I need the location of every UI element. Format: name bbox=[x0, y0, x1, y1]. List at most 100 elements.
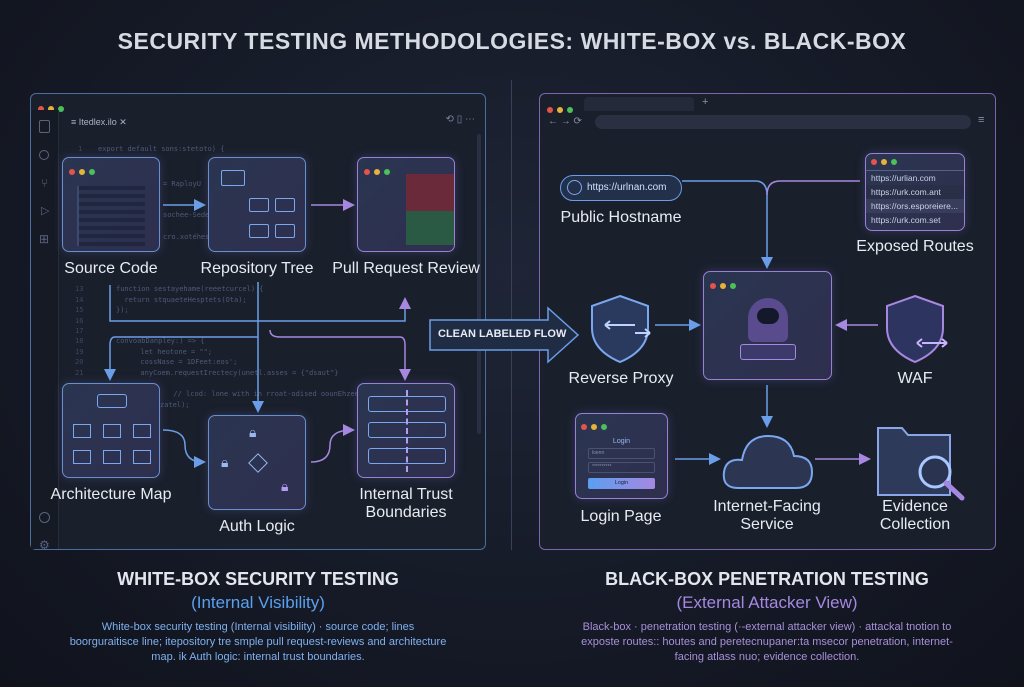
hostname-pill: https://urlnan.com bbox=[560, 175, 682, 201]
pr-review-node bbox=[357, 157, 455, 252]
black-box-subheading: (External Attacker View) bbox=[676, 593, 858, 612]
pr-review-label: Pull Request Review bbox=[332, 260, 480, 277]
account-icon[interactable] bbox=[39, 512, 50, 523]
tab-label: Itedlex.ilo bbox=[78, 117, 117, 127]
diff-removed bbox=[406, 174, 454, 211]
architecture-map-label: Architecture Map bbox=[50, 486, 172, 503]
trust-boundaries-node bbox=[357, 383, 455, 478]
folder-tree-icon bbox=[221, 170, 245, 186]
code-line: let heotone = ""; bbox=[132, 348, 213, 356]
line-number: 14 bbox=[75, 296, 84, 304]
page-title: SECURITY TESTING METHODOLOGIES: WHITE-BO… bbox=[117, 28, 907, 54]
source-code-label: Source Code bbox=[64, 260, 158, 277]
magnifier-icon bbox=[918, 455, 952, 489]
architecture-map-node bbox=[62, 383, 160, 478]
center-divider bbox=[511, 80, 512, 550]
boundary-line bbox=[406, 390, 408, 472]
new-tab-button[interactable]: + bbox=[702, 96, 709, 108]
source-code-node bbox=[62, 157, 160, 252]
scrollbar[interactable] bbox=[477, 134, 481, 434]
code-line: zatel); bbox=[160, 401, 190, 409]
lock-icon: 🔒︎ bbox=[221, 454, 229, 470]
browser-tab[interactable] bbox=[584, 97, 694, 111]
line-number: 16 bbox=[75, 317, 84, 325]
center-flow-arrow bbox=[429, 306, 580, 364]
code-line: function sestayehame(reeetcurcel) { bbox=[116, 285, 264, 293]
code-line: export default sons:stetoto) { bbox=[98, 145, 225, 153]
attacker-window-node bbox=[703, 271, 832, 380]
editor-tab[interactable]: ≡ Itedlex.ilo ✕ bbox=[63, 112, 135, 132]
files-icon[interactable] bbox=[39, 120, 50, 133]
reverse-proxy-label: Reverse Proxy bbox=[568, 370, 674, 387]
line-number: 17 bbox=[75, 327, 84, 335]
arrow-routes-to-attacker bbox=[766, 180, 860, 196]
auth-logic-label: Auth Logic bbox=[219, 518, 295, 535]
nav-buttons[interactable]: ← → ⟳ bbox=[548, 116, 582, 127]
login-title: Login bbox=[612, 438, 631, 445]
run-debug-icon[interactable]: ▷ bbox=[41, 205, 50, 217]
arrow-to-trust bbox=[269, 329, 411, 381]
search-icon[interactable] bbox=[39, 150, 49, 160]
settings-gear-icon[interactable]: ⚙ bbox=[39, 538, 50, 552]
route-item: https://urk.com.set bbox=[871, 215, 941, 225]
code-line: = RaployU bbox=[163, 180, 201, 188]
lock-icon: 🔒︎ bbox=[281, 478, 289, 494]
window-controls[interactable] bbox=[38, 99, 68, 117]
arrow-arch-to-auth bbox=[162, 429, 206, 468]
auth-logic-node: 🔒︎ 🔒︎ 🔒︎ bbox=[208, 415, 306, 510]
line-number: 21 bbox=[75, 369, 84, 377]
activity-bar: ⑂ ▷ ⊞ ⚙ bbox=[31, 110, 59, 552]
code-line: convoabDanpley:) => { bbox=[116, 337, 205, 345]
code-line: cossNase = 1DFeet:eos'; bbox=[132, 358, 238, 366]
code-line: cro.xotéhest bbox=[163, 233, 214, 241]
white-box-subheading: (Internal Visibility) bbox=[191, 593, 325, 612]
line-number: 19 bbox=[75, 348, 84, 356]
code-line: }); bbox=[116, 306, 129, 314]
login-page-label: Login Page bbox=[580, 508, 662, 525]
reverse-proxy-shield-icon bbox=[591, 294, 649, 364]
editor-actions[interactable]: ⟲ ▯ ⋯ bbox=[445, 114, 475, 125]
line-number: 18 bbox=[75, 337, 84, 345]
arrow-auth-to-trust bbox=[310, 424, 355, 463]
lock-icon: 🔒︎ bbox=[249, 424, 257, 440]
repository-tree-label: Repository Tree bbox=[200, 260, 314, 277]
waf-label: WAF bbox=[897, 370, 933, 387]
decision-diamond-icon bbox=[248, 453, 268, 473]
globe-icon bbox=[567, 180, 582, 195]
code-line: sochee-Sede bbox=[163, 211, 210, 219]
username-field[interactable]: loenn bbox=[588, 448, 655, 459]
diff-added bbox=[406, 211, 454, 245]
black-box-heading: BLACK-BOX PENETRATION TESTING bbox=[605, 569, 929, 589]
code-line: anyCoem.requestIrectecy(unetl.asses = {"… bbox=[132, 369, 339, 377]
route-item: https://urlian.com bbox=[866, 170, 964, 185]
address-bar[interactable] bbox=[595, 115, 971, 129]
exposed-routes-label: Exposed Routes bbox=[856, 238, 974, 255]
center-flow-label: CLEAN LABELED FLOW bbox=[438, 328, 567, 340]
black-box-description: Black-box · penetration testing (·-exter… bbox=[581, 621, 953, 663]
hierarchy-icon bbox=[97, 394, 127, 408]
evidence-label: Evidence Collection bbox=[879, 498, 951, 533]
public-hostname-label: Public Hostname bbox=[560, 209, 682, 226]
waf-shield-icon bbox=[886, 294, 944, 364]
cloud-icon bbox=[722, 434, 814, 489]
password-field[interactable]: ********** bbox=[588, 462, 655, 473]
window-controls[interactable] bbox=[547, 100, 577, 118]
close-tab-icon[interactable]: ✕ bbox=[116, 117, 127, 127]
repository-tree-node bbox=[208, 157, 306, 252]
line-number: 13 bbox=[75, 285, 84, 293]
arrow-to-arch bbox=[104, 336, 258, 381]
extensions-icon[interactable]: ⊞ bbox=[39, 232, 50, 246]
hostname-url: https://urlnan.com bbox=[587, 182, 667, 193]
route-item: https://ors.esporeiere... bbox=[866, 199, 964, 213]
login-button[interactable]: Login bbox=[588, 478, 655, 489]
code-line: return stquaeteHesptets(Ota); bbox=[116, 296, 247, 304]
browser-menu-icon[interactable]: ≡ bbox=[978, 114, 985, 126]
login-page-node: Login loenn ********** Login bbox=[575, 413, 668, 499]
trust-boundaries-label: Internal Trust Boundaries bbox=[359, 486, 453, 521]
line-number: 1 bbox=[78, 145, 83, 153]
line-number: 15 bbox=[75, 306, 84, 314]
code-lines-icon bbox=[77, 186, 145, 246]
source-control-icon[interactable]: ⑂ bbox=[41, 176, 49, 190]
exposed-routes-node: https://urlian.com https://urk.com.ant h… bbox=[865, 153, 965, 231]
